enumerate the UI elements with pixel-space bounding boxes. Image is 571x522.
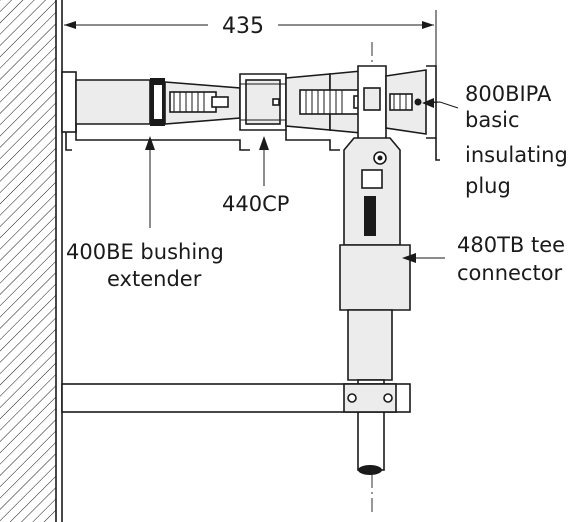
label-480tb-line-1: 480TB tee [457,233,565,257]
label-800bipa: 800BIPA basic insulating plug [465,82,568,198]
wall [0,0,63,522]
label-480tb-line-2: connector [457,261,563,285]
label-800bipa-line-2: basic [465,108,520,132]
dimension-line [61,10,437,70]
insulating-plug-800bipa [385,65,440,161]
support-bracket [61,383,411,413]
label-440cp: 440CP [222,192,289,216]
bushing-extender-400be [75,78,250,151]
label-800bipa-line-1: 800BIPA [465,82,552,106]
dimension-label: 435 [222,14,264,39]
label-800bipa-line-3: insulating [465,143,568,167]
connector-plug-440cp [239,73,287,131]
label-800bipa-line-4: plug [465,174,511,198]
leader-lines [145,98,459,263]
mounting-plate [61,71,77,151]
tee-connector-480tb [285,65,411,475]
label-400be: 400BE bushing extender [66,240,224,291]
label-480tb: 480TB tee connector [457,233,565,285]
label-400be-line-1: 400BE bushing [66,240,224,264]
label-400be-line-2: extender [107,267,202,291]
